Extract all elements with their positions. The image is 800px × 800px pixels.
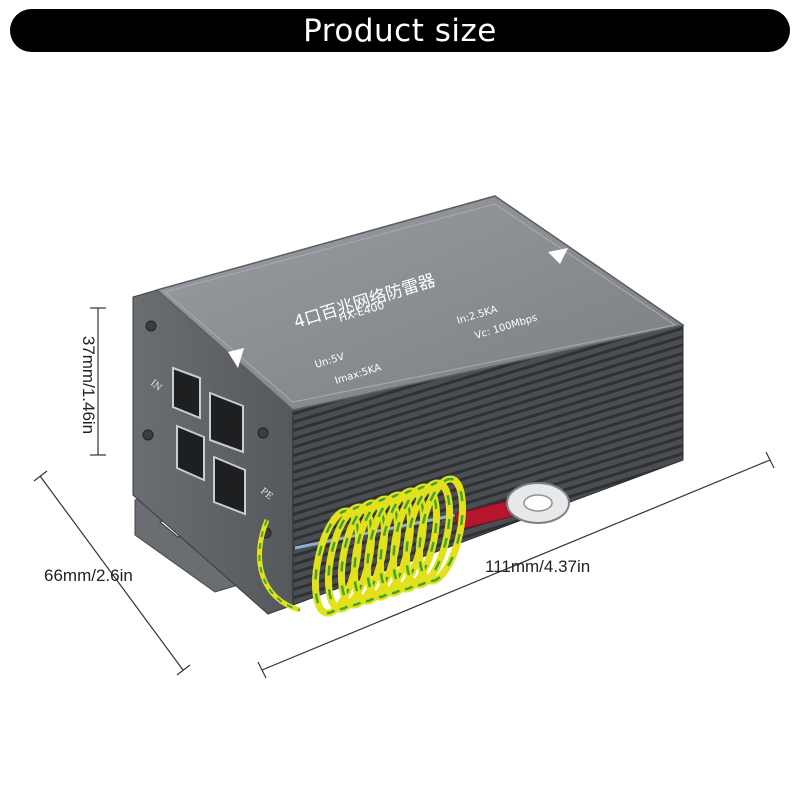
ground-spring (257, 519, 301, 613)
port-2 (209, 391, 244, 454)
page-title: Product size (303, 12, 497, 49)
spring-stripe (418, 477, 464, 583)
arrow-icon (228, 348, 244, 368)
rj45-ports (172, 366, 246, 516)
dimension-height: 37mm/1.46in (79, 335, 98, 435)
port-3 (176, 424, 205, 482)
ground-terminal (294, 482, 570, 550)
dimension-depth: 66mm/2.6in (44, 566, 133, 585)
dimension-depth-line (33, 470, 191, 676)
top-face (155, 195, 685, 411)
title-bar: Product size (10, 9, 790, 52)
port-4 (213, 455, 246, 516)
arrow-icon (548, 248, 568, 264)
dimension-width-line (257, 451, 775, 679)
port-1 (172, 366, 201, 420)
dimension-width: 111mm/4.37in (485, 557, 591, 576)
spring-coil (311, 475, 467, 617)
dimension-height-line (90, 307, 106, 456)
